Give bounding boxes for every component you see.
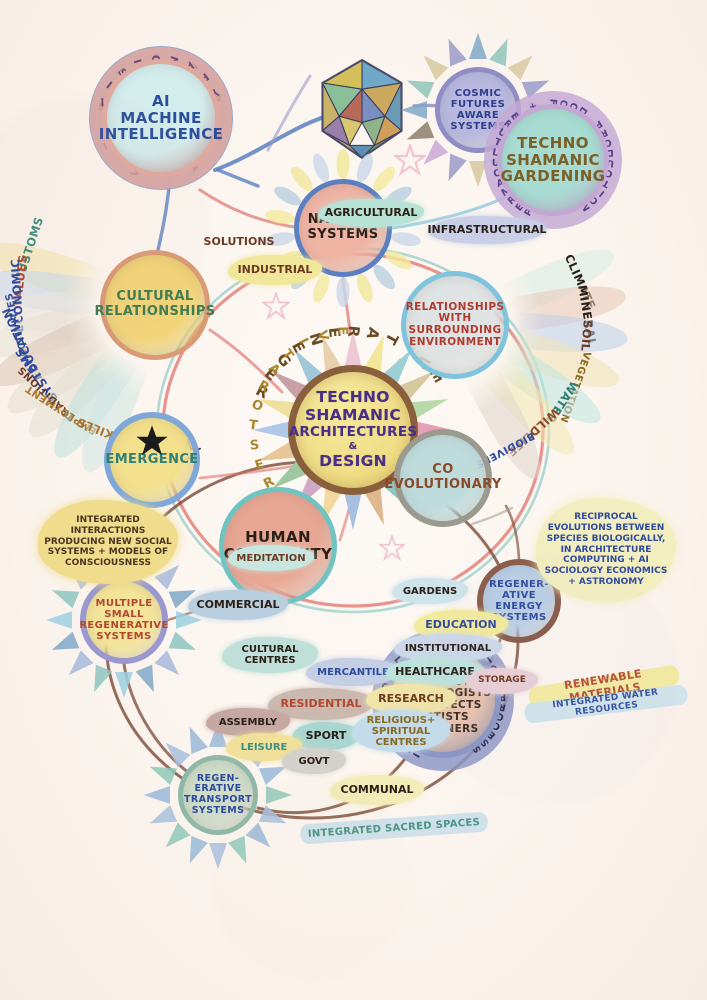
node-emergence[interactable]: EMERGENCE xyxy=(70,378,234,542)
label-assembly: ASSEMBLY xyxy=(206,708,290,736)
decorative-star-icon xyxy=(377,533,407,562)
central-node-label: TECHNO SHAMANIC ARCHITECTURES & DESIGN xyxy=(288,388,418,470)
label-govt: GOVT xyxy=(282,748,346,774)
geodesic-polyhedron-icon xyxy=(310,58,414,162)
spike-halo-icon xyxy=(401,33,555,187)
label-research: RESEARCH xyxy=(366,684,456,714)
label-religious-spiritual-centres: RELIGIOUS+ SPIRITUAL CENTRES xyxy=(352,710,450,752)
label-infrastructural: INFRASTRUCTURAL xyxy=(427,216,547,244)
decorative-star-icon xyxy=(260,290,292,321)
label-communal: COMMUNAL xyxy=(330,775,424,805)
node-emergence-label: EMERGENCE xyxy=(105,451,199,467)
label-solutions: SOLUTIONS xyxy=(203,234,275,248)
label-commercial: COMMERCIAL xyxy=(188,590,288,620)
label-cultural-centres: CULTURAL CENTRES xyxy=(222,637,318,673)
label-storage: STORAGE xyxy=(466,668,538,694)
label-industrial: INDUSTRIAL xyxy=(228,255,322,285)
label-education: EDUCATION xyxy=(414,610,508,640)
label-mercantile: MERCANTILE xyxy=(306,658,400,686)
label-sport: SPORT xyxy=(292,722,360,750)
label-residential: RESIDENTIAL xyxy=(268,688,374,720)
label-agricultural: AGRICULTURAL xyxy=(318,199,424,227)
star-icon xyxy=(135,424,169,458)
label-meditation: MEDITATION xyxy=(228,545,314,571)
petal-halo-icon xyxy=(260,145,426,311)
label-institutional: INSTITUTIONAL xyxy=(394,634,502,662)
label-gardens: GARDENS xyxy=(392,578,468,604)
note-co-evolutionary-note: RECIPROCAL EVOLUTIONS BETWEEN SPECIES BI… xyxy=(536,498,676,602)
banner-integrated-sacred-spaces: INTEGRATED SACRED SPACES xyxy=(299,811,489,845)
decorative-star-icon xyxy=(392,141,428,177)
note-emergence-note: INTEGRATED INTERACTIONS PRODUCING NEW SO… xyxy=(38,500,178,584)
node-ai-machine-intelligence[interactable]: VISIONARYVISIONARYAIMACHINEINTELLIGENCE xyxy=(68,25,254,211)
